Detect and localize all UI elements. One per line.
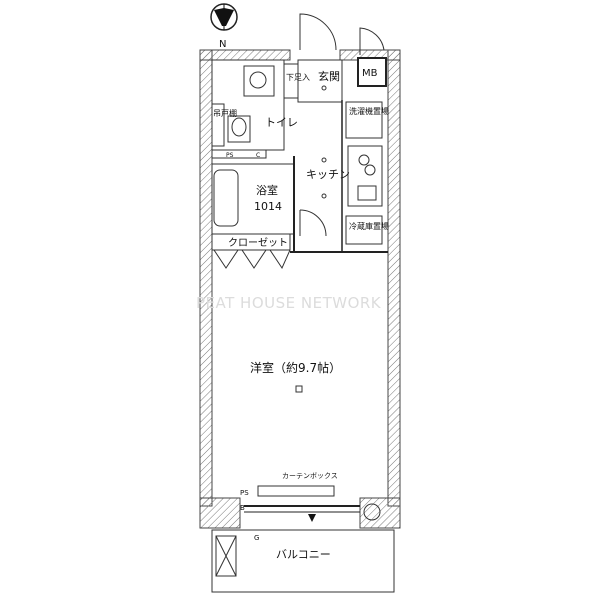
mb-box <box>357 57 387 87</box>
bathtub-icon <box>213 169 239 227</box>
washer-label: 洗濯機置場 <box>349 106 389 116</box>
compass-icon <box>210 3 238 31</box>
light-icon <box>321 193 327 199</box>
ps-b-label: B <box>240 504 245 512</box>
balcony-ac-unit <box>215 535 237 577</box>
stove-icon <box>358 154 370 166</box>
toilet-bowl-icon <box>231 117 247 137</box>
balcony-label: バルコニー <box>276 548 331 561</box>
light-icon <box>321 85 327 91</box>
ps-c-label: C <box>256 152 260 159</box>
bath-size: 1014 <box>254 200 282 213</box>
western-room <box>212 254 386 500</box>
curtain-label: カーテンボックス <box>282 472 338 480</box>
mb-label: MB <box>362 68 378 79</box>
ac-icon <box>363 503 381 521</box>
getabako-label: 下足入 <box>286 73 310 82</box>
ps-side-label: PS <box>240 489 249 497</box>
tsurito-label: 吊戸棚 <box>213 108 237 118</box>
stove-icon <box>364 164 376 176</box>
toilet-icon <box>227 115 251 143</box>
exterior-walls <box>199 49 401 529</box>
fridge-label: 冷蔵庫置場 <box>349 221 389 231</box>
bath-door <box>299 209 327 237</box>
ac-unit-cross-icon <box>215 535 237 577</box>
pipe-shaft <box>211 149 267 159</box>
sink-basin-icon <box>249 71 267 89</box>
entry-arrow-icon <box>308 514 316 522</box>
bath-label: 浴室 <box>256 183 278 197</box>
kitchen-label: キッチン <box>306 168 350 181</box>
bathroom <box>211 163 295 235</box>
closet-label: クローゼット <box>228 237 288 249</box>
curtain-box <box>257 485 335 497</box>
light-icon <box>321 157 327 163</box>
g-label: G <box>254 534 259 542</box>
balcony <box>211 529 395 593</box>
western-label: 洋室（約9.7帖） <box>250 360 341 375</box>
hanging-cabinet <box>211 103 225 147</box>
genkan-label: 玄関 <box>318 69 340 83</box>
kitchen-counter <box>347 145 383 207</box>
fridge-space <box>345 215 383 245</box>
closet <box>211 233 291 251</box>
mb-door <box>359 27 385 55</box>
toilet-room <box>211 59 285 151</box>
toilet-label: トイレ <box>265 116 298 129</box>
compass-label: N <box>219 39 226 50</box>
entrance-door <box>299 13 337 51</box>
watermark: PEAT HOUSE NETWORK <box>196 294 382 312</box>
closet-doors <box>213 249 291 270</box>
kitchen-sink-icon <box>357 185 377 201</box>
sink-icon <box>243 65 275 97</box>
ps-upper-label: PS <box>226 152 234 159</box>
light-fixture-icon <box>295 385 303 393</box>
washer-space <box>345 101 383 139</box>
